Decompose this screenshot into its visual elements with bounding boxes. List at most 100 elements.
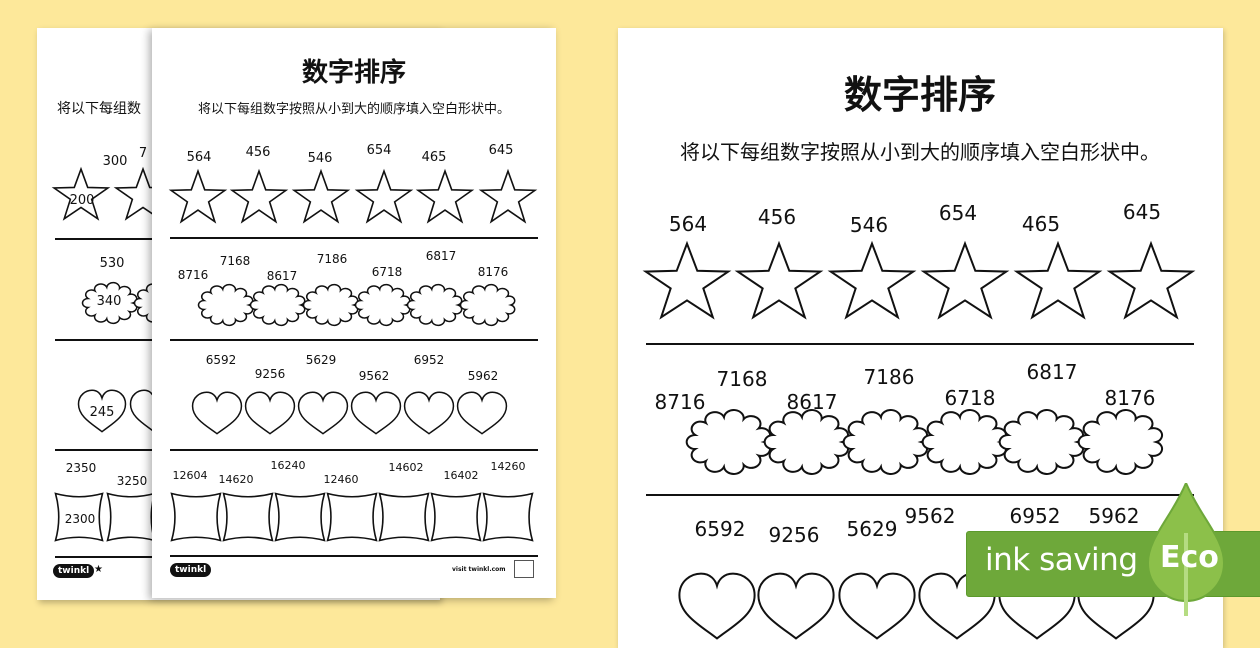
footer-link[interactable]: visit twinkl.com [452,566,506,573]
number-label: 16240 [270,459,306,472]
pillow-shape[interactable] [432,494,481,541]
cloud-shape[interactable] [82,283,136,324]
cloud-shape[interactable] [844,410,927,474]
cloud-shape[interactable] [765,410,848,474]
number-label: 14602 [388,461,424,474]
cloud-shape[interactable] [198,285,252,326]
pillow-shape[interactable] [172,494,221,541]
heart-shape[interactable] [405,392,454,433]
number-label: 14620 [218,473,254,486]
star-shape[interactable] [418,171,472,222]
cloud-shape[interactable] [1000,410,1083,474]
number-label: 546 [849,213,889,237]
number-label: 8716 [177,268,209,282]
pillow-shape[interactable] [224,494,273,541]
star-shape[interactable] [171,171,225,222]
cloud-shape[interactable] [407,285,461,326]
cloud-shape[interactable] [250,285,304,326]
star-shape[interactable] [924,244,1007,318]
number-label: 7168 [219,254,251,268]
pillow-shape[interactable] [484,494,533,541]
number-label: 645 [488,143,514,158]
number-label: 645 [1122,200,1162,224]
number-label: 16402 [443,469,479,482]
cloud-shape[interactable] [923,410,1006,474]
number-label: 6817 [425,249,457,263]
number-label: 6718 [371,265,403,279]
number-label: 8176 [477,265,509,279]
number-label: 9562 [358,369,390,383]
heart-shape[interactable] [679,574,754,639]
cloud-shape[interactable] [303,285,357,326]
number-label: 564 [668,212,708,236]
number-label: 8716 [654,390,706,414]
number-label: 7186 [863,365,915,389]
answer-label: 200 [69,193,95,208]
number-label: 564 [186,150,212,165]
number-label: 654 [366,143,392,158]
number-label: 6592 [205,353,237,367]
number-label: 546 [307,151,333,166]
pillow-shape[interactable] [328,494,377,541]
number-label: 6952 [413,353,445,367]
number-label: 456 [757,205,797,229]
heart-shape[interactable] [79,390,126,431]
answer-label: 2300 [64,512,96,526]
star-shape[interactable] [646,244,729,318]
divider [170,339,538,341]
divider [170,237,538,239]
pillow-shape[interactable] [56,494,103,541]
number-label: 12460 [323,473,359,486]
heart-shape[interactable] [193,392,242,433]
number-label: 5629 [846,517,898,541]
star-shape[interactable] [738,244,821,318]
number-label: 8617 [786,390,838,414]
cloud-shape[interactable] [460,285,514,326]
star-shape[interactable] [481,171,535,222]
number-label: 8617 [266,269,298,283]
instruction: 将以下每组数字按照从小到大的顺序填入空白形状中。 [680,140,1160,164]
star-icon: ★ [94,564,103,575]
star-shape[interactable] [831,244,914,318]
star-shape[interactable] [294,171,348,222]
answer-label: 340 [96,294,122,309]
heart-shape[interactable] [758,574,833,639]
pillow-shape[interactable] [380,494,429,541]
number-label: 5962 [1088,504,1140,528]
star-shape[interactable] [1110,244,1193,318]
leaf-icon [1146,483,1226,616]
divider [170,555,538,557]
number-label: 6718 [944,386,996,410]
cloud-shape[interactable] [1079,410,1162,474]
number-label: 5962 [467,369,499,383]
number-label: 6817 [1026,360,1078,384]
number-label: 14260 [490,460,526,473]
number-label: 654 [938,201,978,225]
pillow-shape[interactable] [276,494,325,541]
badge-text: ink saving [985,542,1138,578]
cloud-shape[interactable] [687,410,770,474]
twinkl-logo: twinkl [53,564,95,578]
heart-shape[interactable] [246,392,295,433]
instruction: 将以下每组数字按照从小到大的顺序填入空白形状中。 [197,102,511,117]
number-label: 465 [1021,212,1061,236]
divider [646,343,1194,345]
star-shape[interactable] [54,169,108,219]
cloud-shape[interactable] [355,285,409,326]
heart-shape[interactable] [352,392,401,433]
number-label: 8176 [1104,386,1156,410]
heart-shape[interactable] [839,574,914,639]
heart-shape[interactable] [458,392,507,433]
eco-label: Eco [1160,540,1219,575]
star-shape[interactable] [1017,244,1100,318]
number-label: 7168 [716,367,768,391]
star-shape[interactable] [357,171,411,222]
number-label: 9256 [254,367,286,381]
pillow-shape[interactable] [108,494,155,541]
number-label: 12604 [172,469,208,482]
twinkl-logo: twinkl [170,563,212,577]
star-shape[interactable] [232,171,286,222]
number-label: 2350 [65,461,97,475]
heart-shape[interactable] [299,392,348,433]
